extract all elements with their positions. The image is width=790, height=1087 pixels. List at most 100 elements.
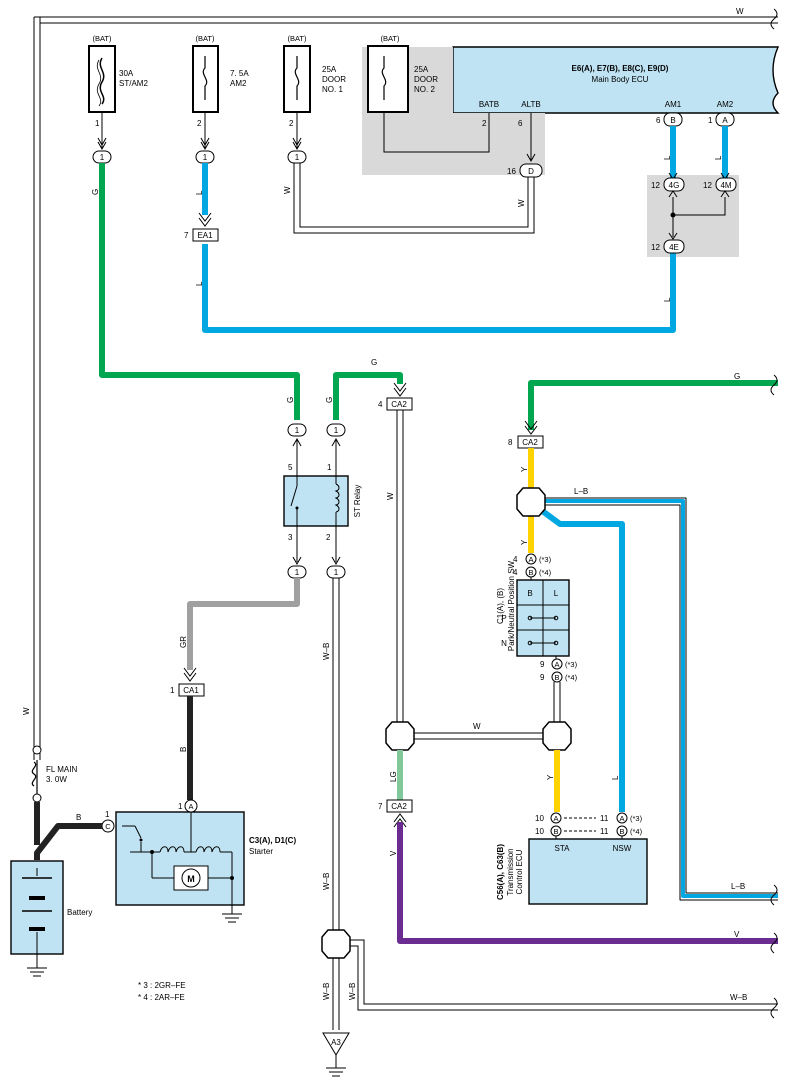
svg-text:4G: 4G — [669, 181, 680, 190]
right-edge-breaks — [770, 8, 778, 1019]
main-body-ecu: E6(A), E7(B), E8(C), E9(D) Main Body ECU… — [452, 46, 780, 114]
battery: Battery — [10, 860, 92, 977]
svg-text:11: 11 — [600, 814, 609, 823]
svg-text:AM2: AM2 — [230, 79, 247, 88]
svg-text:A: A — [554, 660, 559, 669]
svg-text:(*4): (*4) — [565, 673, 578, 682]
wire-w-ca2: W W — [386, 410, 543, 740]
svg-text:5: 5 — [288, 463, 293, 472]
svg-text:L: L — [554, 589, 559, 598]
svg-text:7: 7 — [378, 802, 383, 811]
svg-text:W–B: W–B — [322, 983, 331, 1000]
svg-text:1: 1 — [327, 463, 332, 472]
note-3: * 3 : 2GR–FE — [138, 981, 186, 990]
svg-text:M: M — [187, 874, 195, 884]
svg-text:Park/Neutral Position SW: Park/Neutral Position SW — [507, 560, 516, 651]
svg-text:(*3): (*3) — [539, 555, 552, 564]
svg-text:G: G — [91, 189, 100, 195]
svg-text:G: G — [734, 372, 740, 381]
svg-text:CA2: CA2 — [522, 438, 538, 447]
conn-altb-d: D 16 — [507, 153, 543, 178]
svg-text:1: 1 — [105, 810, 110, 819]
svg-text:ST Relay: ST Relay — [353, 485, 362, 518]
svg-text:B: B — [553, 827, 558, 836]
svg-text:3: 3 — [288, 533, 293, 542]
svg-text:16: 16 — [507, 167, 516, 176]
svg-text:W–B: W–B — [730, 993, 747, 1002]
wire-l-blue — [202, 126, 728, 333]
svg-text:C56(A), C63(B): C56(A), C63(B) — [496, 844, 505, 900]
svg-text:6: 6 — [656, 116, 661, 125]
relay-conn-bottom: 1 1 — [287, 526, 346, 579]
conn-ca2-a: CA2 4 — [378, 382, 413, 411]
svg-text:B: B — [76, 813, 81, 822]
svg-text:30A: 30A — [119, 69, 134, 78]
svg-text:CA1: CA1 — [183, 686, 199, 695]
svg-text:10: 10 — [535, 827, 544, 836]
svg-text:NO. 2: NO. 2 — [414, 85, 435, 94]
svg-text:W: W — [473, 722, 481, 731]
svg-text:W–B: W–B — [322, 873, 331, 890]
svg-text:Transmission: Transmission — [506, 848, 515, 895]
svg-text:4: 4 — [378, 400, 383, 409]
fuse-am2: (BAT) 7. 5A AM2 — [192, 34, 249, 113]
svg-text:8: 8 — [508, 438, 513, 447]
fuse-door-no1: (BAT) 25A DOOR NO. 1 — [283, 34, 346, 113]
conn-ca2-c: CA2 7 — [378, 799, 413, 828]
conn-am2-a: A 1 — [708, 112, 735, 127]
svg-text:A3: A3 — [331, 1038, 341, 1047]
wire-label-w-left: W — [22, 707, 31, 715]
svg-text:25A: 25A — [322, 65, 337, 74]
svg-text:11: 11 — [600, 827, 609, 836]
svg-text:1: 1 — [203, 153, 208, 162]
svg-text:G: G — [286, 397, 295, 403]
st-relay: 5 1 3 2 ST Relay — [283, 463, 362, 542]
svg-text:1: 1 — [708, 116, 713, 125]
svg-text:7. 5A: 7. 5A — [230, 69, 249, 78]
svg-text:4M: 4M — [720, 181, 731, 190]
svg-text:A: A — [528, 555, 533, 564]
conn-am1-b: B 6 — [656, 112, 683, 127]
svg-text:25A: 25A — [414, 65, 429, 74]
svg-text:9: 9 — [540, 673, 545, 682]
svg-text:W: W — [386, 492, 395, 500]
conn-1-c: 1 — [287, 137, 307, 164]
pin-am2: AM2 — [717, 100, 734, 109]
svg-text:DOOR: DOOR — [322, 75, 346, 84]
svg-text:LG: LG — [389, 771, 398, 782]
fuse-door-no2: (BAT) 25A DOOR NO. 2 — [367, 34, 438, 113]
svg-text:B: B — [527, 589, 532, 598]
fl-main: FL MAIN 3. 0W — [31, 745, 77, 845]
svg-text:W–B: W–B — [348, 983, 357, 1000]
svg-text:1: 1 — [334, 568, 339, 577]
svg-text:D: D — [528, 167, 534, 176]
svg-text:L: L — [663, 155, 672, 160]
wire-l-nsw — [539, 507, 625, 812]
svg-text:4: 4 — [513, 555, 518, 564]
svg-text:1: 1 — [100, 153, 105, 162]
svg-text:1: 1 — [334, 426, 339, 435]
svg-text:STA: STA — [555, 844, 571, 853]
ecu-subtitle: Main Body ECU — [592, 75, 649, 84]
svg-text:Y: Y — [546, 774, 555, 780]
conn-ca2-b: CA2 8 — [508, 420, 544, 449]
svg-text:12: 12 — [651, 243, 660, 252]
park-neutral-sw: C1(A), (B) Park/Neutral Position SW B L … — [496, 553, 578, 722]
svg-text:(BAT): (BAT) — [92, 34, 112, 43]
svg-text:1: 1 — [295, 426, 300, 435]
top-w-wire: W W — [22, 7, 778, 760]
pin-batb: BATB — [479, 100, 499, 109]
svg-text:G: G — [371, 358, 377, 367]
pin-altb: ALTB — [521, 100, 540, 109]
svg-text:ST/AM2: ST/AM2 — [119, 79, 148, 88]
svg-text:NSW: NSW — [613, 844, 632, 853]
pin-am1: AM1 — [665, 100, 682, 109]
svg-text:3. 0W: 3. 0W — [46, 775, 67, 784]
wire-lb — [545, 497, 778, 901]
svg-text:Y: Y — [520, 466, 529, 472]
svg-text:CA2: CA2 — [391, 802, 407, 811]
svg-text:NO. 1: NO. 1 — [322, 85, 343, 94]
svg-text:DOOR: DOOR — [414, 75, 438, 84]
svg-text:12: 12 — [703, 181, 712, 190]
wire-wb: W–B W–B W–B W–B W–B — [322, 578, 778, 1030]
